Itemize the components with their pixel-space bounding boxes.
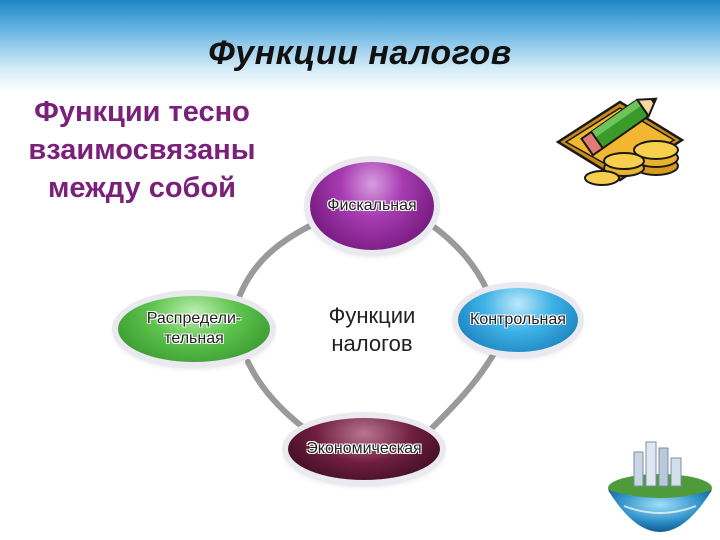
- connector-fiscal-control: [427, 221, 491, 295]
- slide-subtitle: Функции тесно взаимосвязаны между собой: [8, 93, 276, 207]
- center-label-line: налогов: [331, 331, 413, 356]
- node-control-label: Контрольная: [470, 311, 566, 328]
- globe-city-icon: [608, 441, 712, 532]
- subtitle-line: взаимосвязаны: [28, 134, 256, 166]
- subtitle-line: Функции тесно: [34, 96, 250, 128]
- connector-distributive-economic: [245, 359, 307, 431]
- center-label-line: Функции: [328, 303, 416, 328]
- node-control: Контрольная: [458, 288, 578, 352]
- node-distributive-label: Распредели- тельная: [147, 309, 241, 349]
- node-distributive-line: Распредели-: [146, 310, 242, 327]
- subtitle-line: между собой: [47, 172, 236, 204]
- node-fiscal-label: Фискальная: [327, 197, 417, 214]
- coins-and-pencil-icon: [555, 97, 685, 186]
- slide-title: Функции налогов: [208, 34, 512, 72]
- connector-control-economic: [429, 347, 499, 431]
- node-fiscal: Фискальная: [310, 162, 434, 250]
- node-economic: Экономическая: [288, 418, 440, 480]
- node-economic-label: Экономическая: [306, 440, 422, 457]
- center-label: Функции налогов: [302, 302, 442, 358]
- node-distributive: Распредели- тельная: [118, 296, 270, 362]
- node-distributive-line: тельная: [164, 330, 224, 347]
- connector-fiscal-distributive: [235, 219, 321, 303]
- header-band: [0, 0, 720, 92]
